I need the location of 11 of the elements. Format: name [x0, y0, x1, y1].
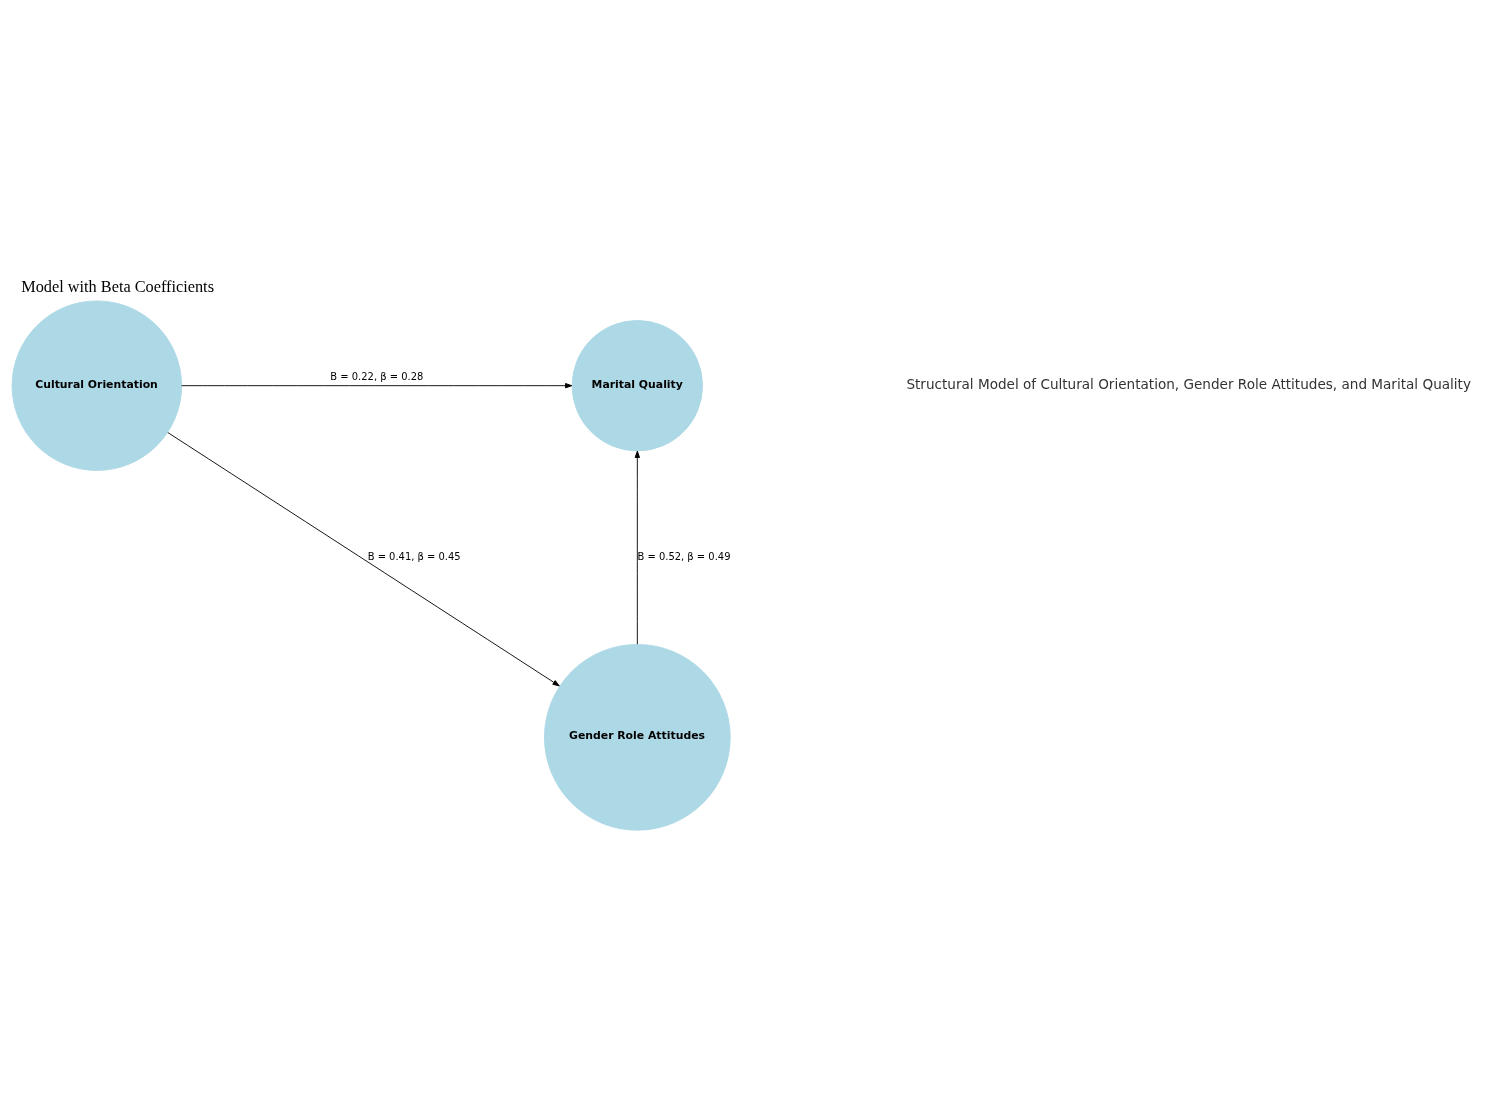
- arrow: [167, 431, 560, 686]
- edge-label: B = 0.22, β = 0.28: [330, 370, 424, 382]
- node-circle: Cultural Orientation: [11, 299, 183, 471]
- edge-label: B = 0.52, β = 0.49: [637, 550, 731, 562]
- node-circle: Marital Quality: [571, 319, 704, 451]
- node-circle: Gender Role Attitudes: [544, 643, 731, 831]
- label: Structural Model of Cultural Orientation, Gender Role Attitudes, and Marital Quality: [906, 375, 1472, 392]
- arrow: [634, 450, 640, 645]
- edge-label: B = 0.41, β = 0.45: [367, 550, 461, 562]
- diagram-title: Model with Beta Coefficients: [21, 276, 214, 296]
- arrow: [181, 382, 573, 388]
